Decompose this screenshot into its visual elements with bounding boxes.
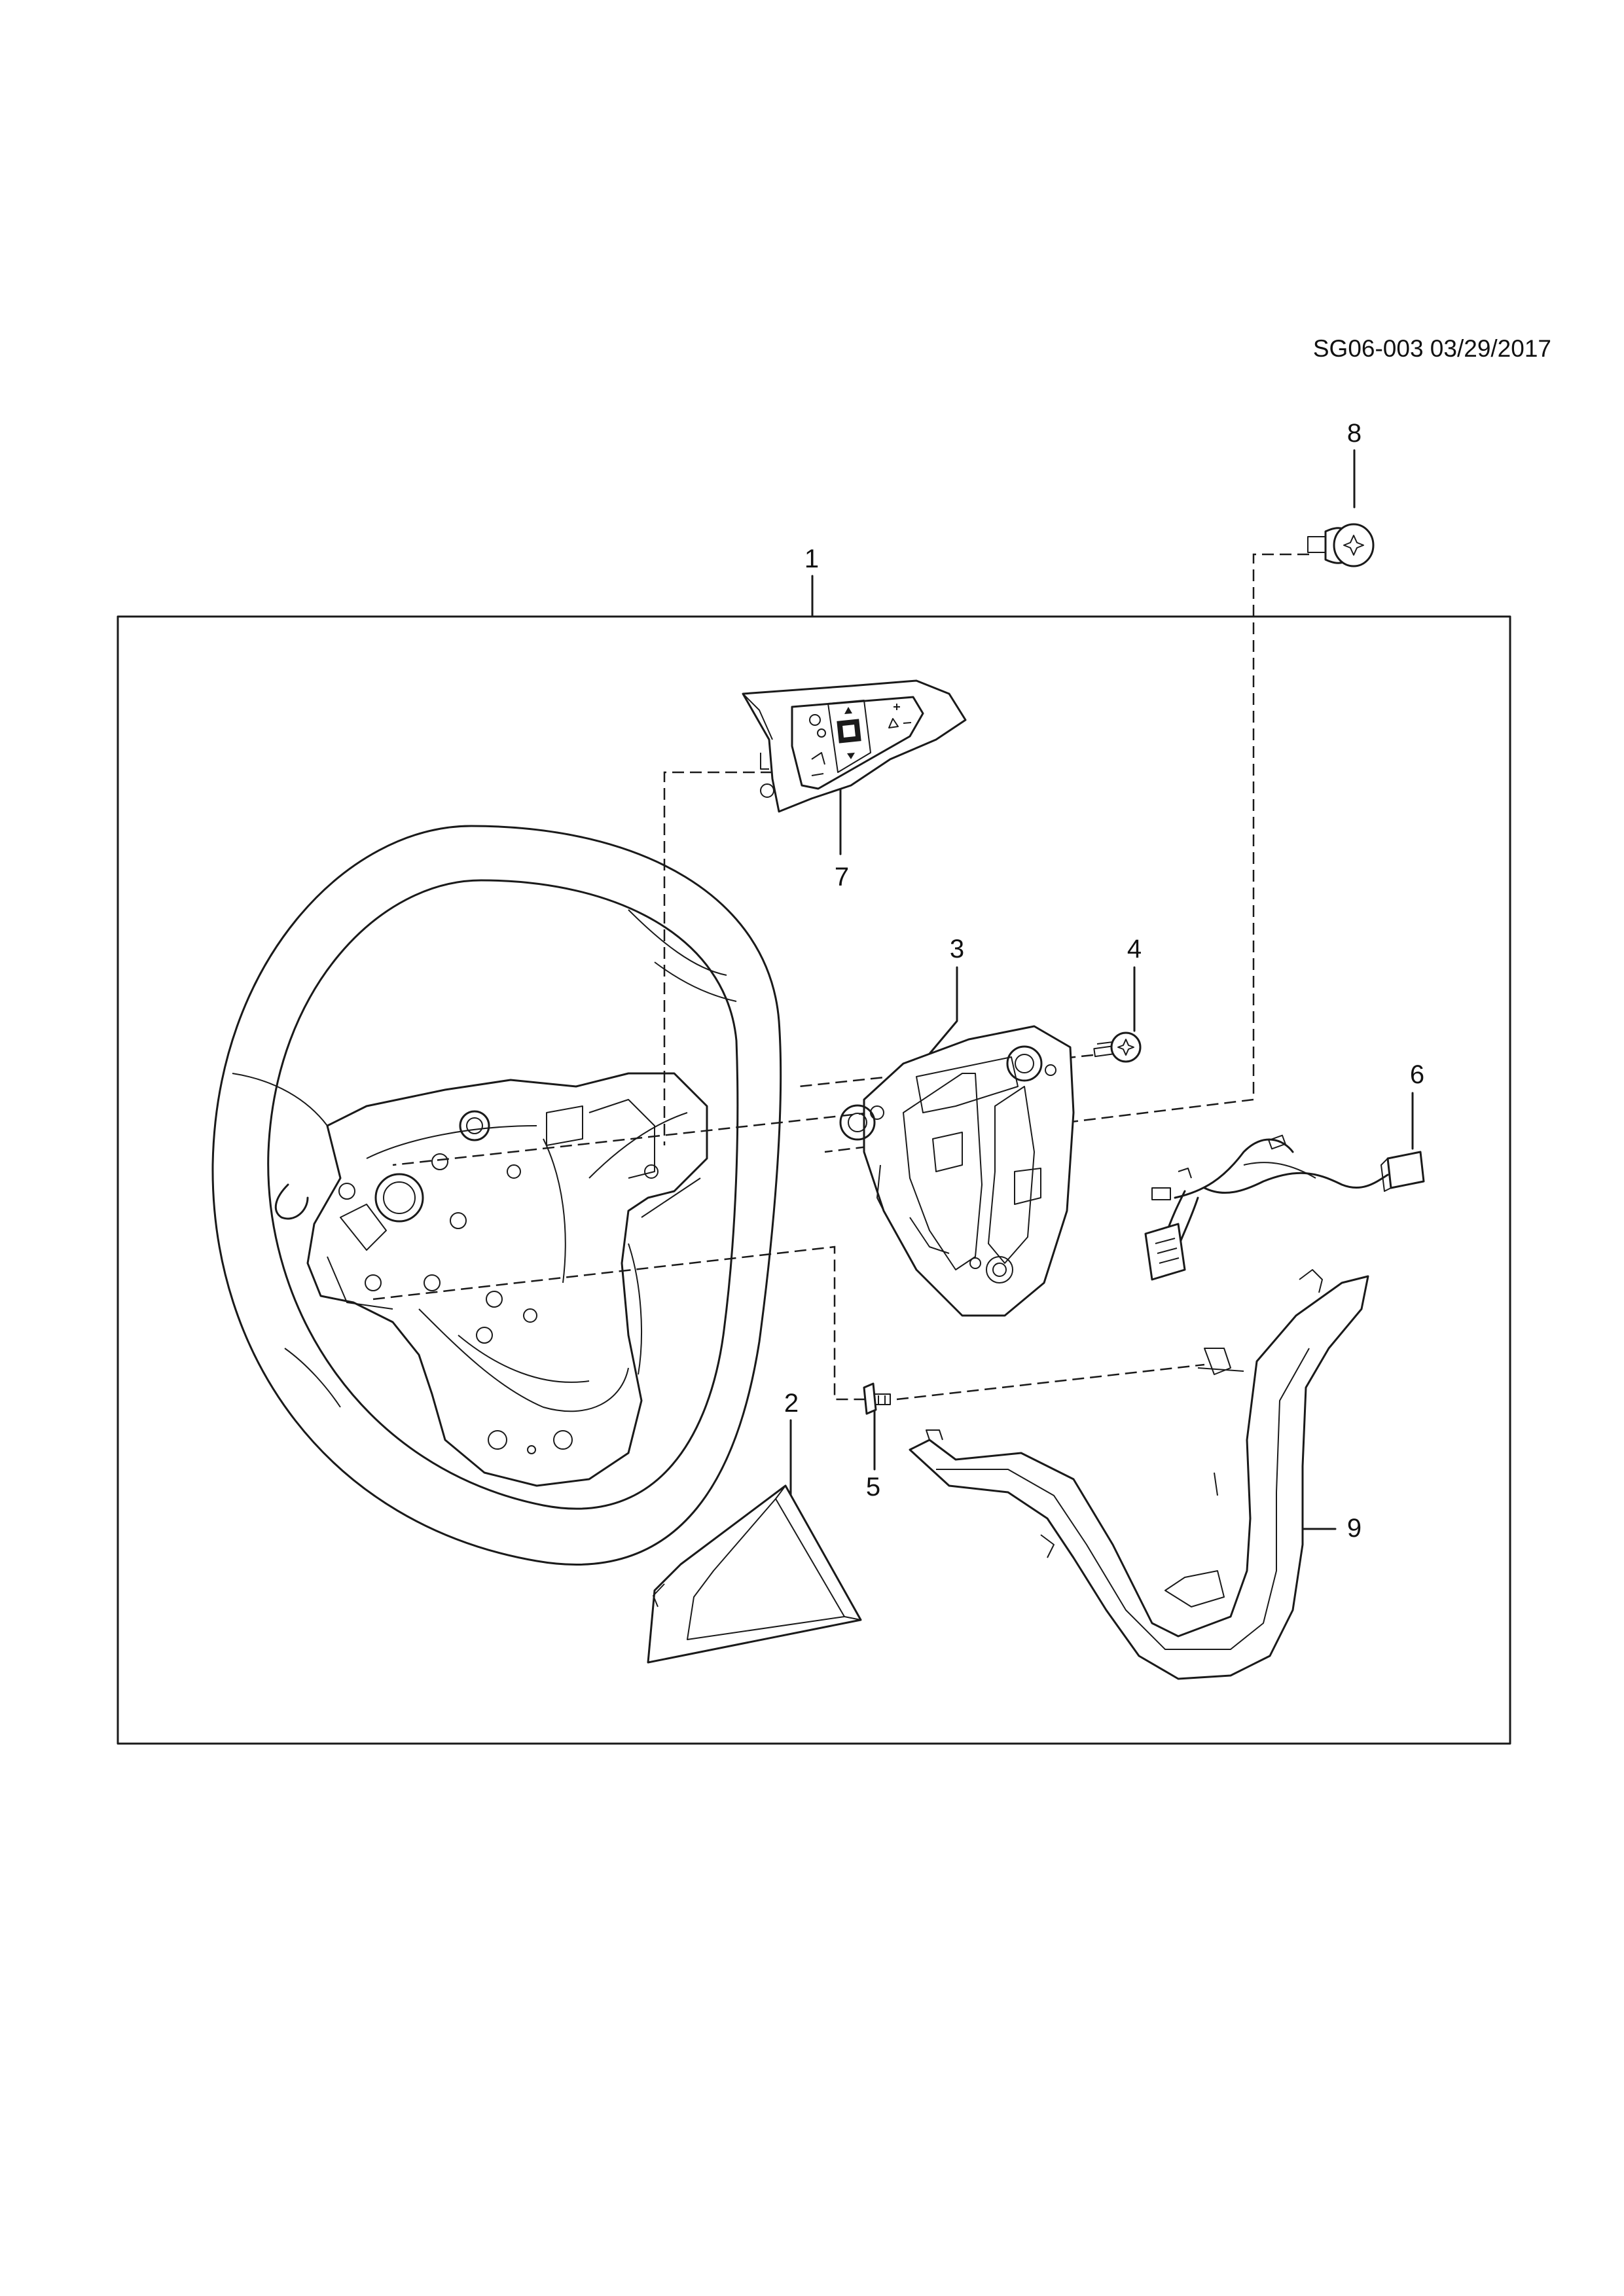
diagram-code: SG06-003 03/29/2017 bbox=[1312, 335, 1551, 362]
callout-1: 1 bbox=[804, 545, 820, 573]
lower-trim bbox=[909, 1269, 1369, 1680]
screw-4 bbox=[1093, 1031, 1142, 1063]
switch-bezel bbox=[839, 1025, 1075, 1317]
wiring-harness bbox=[1144, 1134, 1425, 1281]
fastener-5 bbox=[863, 1382, 891, 1415]
control-switch bbox=[742, 679, 967, 813]
callout-9: 9 bbox=[1346, 1514, 1362, 1543]
callout-5: 5 bbox=[865, 1473, 881, 1501]
assembly-frame bbox=[117, 615, 1511, 1745]
trim-cover bbox=[647, 1484, 862, 1664]
callout-3: 3 bbox=[949, 935, 965, 963]
callout-7: 7 bbox=[834, 863, 850, 891]
leader-lines bbox=[789, 449, 1414, 1530]
steering-wheel bbox=[211, 825, 782, 1566]
callout-6: 6 bbox=[1409, 1060, 1425, 1089]
callout-2: 2 bbox=[784, 1389, 799, 1418]
bolt-8 bbox=[1307, 523, 1375, 567]
callout-8: 8 bbox=[1346, 419, 1362, 448]
callout-4: 4 bbox=[1127, 935, 1142, 963]
